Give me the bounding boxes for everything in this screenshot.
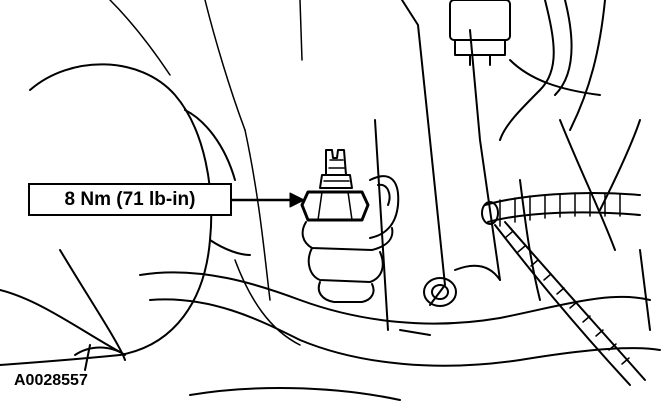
right-structure [520, 120, 650, 330]
torque-label: 8 Nm (71 lb-in) [64, 188, 196, 210]
top-connector [450, 0, 510, 65]
lower-hose [140, 272, 660, 365]
wire-loom [482, 193, 645, 385]
figure-id: A0028557 [12, 372, 90, 390]
arrow-right-icon [232, 193, 304, 207]
pressure-sensor [302, 150, 398, 302]
background-contours [110, 0, 302, 345]
hose-coupler [424, 266, 500, 306]
upper-wiring [500, 0, 640, 210]
left-hose [0, 64, 250, 365]
vertical-bracket [375, 0, 500, 330]
torque-callout: 8 Nm (71 lb-in) [28, 183, 232, 216]
lower-left-detail [75, 345, 400, 400]
